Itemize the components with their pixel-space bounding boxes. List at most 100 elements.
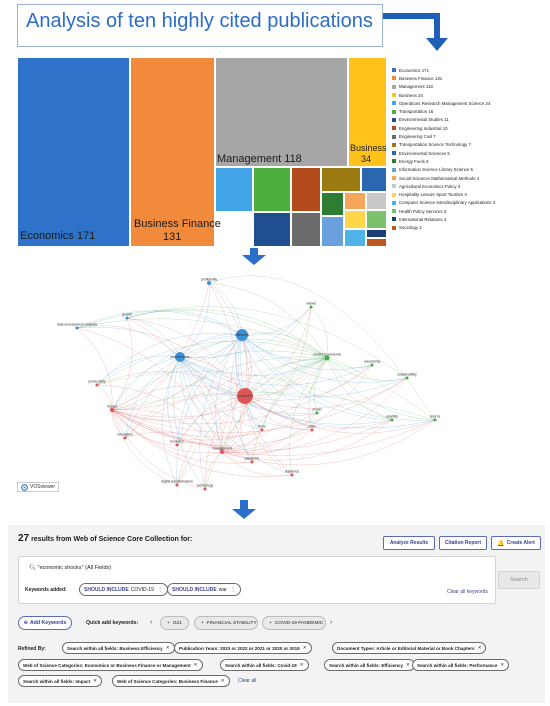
network-node-label: pandemic <box>245 457 260 461</box>
network-edge <box>261 357 328 431</box>
chevron-right-icon[interactable]: › <box>330 619 333 626</box>
filter-chip[interactable]: Search within all fields: Impact✕ <box>18 675 102 687</box>
filter-chip[interactable]: Document Types: Article or Editorial Mat… <box>332 642 487 654</box>
legend-item: Energy Fuels 5 <box>392 157 548 165</box>
legend-label: Business Finance 131 <box>399 75 443 81</box>
network-edge <box>244 395 293 476</box>
chevron-left-icon[interactable]: ‹ <box>150 619 153 626</box>
network-node-label: resilience <box>285 470 299 474</box>
filter-chip-label: Search within all fields: Impact <box>23 678 91 684</box>
close-icon[interactable]: ✕ <box>165 645 170 650</box>
filter-chip[interactable]: Search within all fields: Performance✕ <box>412 659 510 671</box>
network-node <box>309 305 313 309</box>
network-edge <box>76 310 243 336</box>
network-edges <box>76 275 436 490</box>
clear-all-link[interactable]: Clear all <box>238 678 257 684</box>
network-edge <box>111 334 243 411</box>
close-icon[interactable]: ✕ <box>406 662 410 667</box>
network-edge <box>124 394 246 439</box>
filter-chip[interactable]: Search within all fields: Covid-19✕ <box>220 659 309 671</box>
search-box[interactable]: 🔍︎ "economic shocks" (All Fields) Keywor… <box>18 556 496 604</box>
analyze-results-button[interactable]: Analyze Results <box>383 536 435 550</box>
search-button[interactable]: Search <box>498 571 540 589</box>
network-edge <box>111 357 328 418</box>
network-edge <box>76 318 436 421</box>
network-edge <box>230 334 253 463</box>
treemap-tile-transportation <box>253 167 291 212</box>
keyword-pill-war[interactable]: SHOULD INCLUDE war ⋮ <box>167 583 241 596</box>
legend-item: Environmental Sciences 5 <box>392 149 548 157</box>
network-edge <box>215 334 243 453</box>
network-node <box>175 483 179 487</box>
network-edge <box>124 431 223 453</box>
network-edge <box>176 357 328 446</box>
legend-swatch <box>392 126 396 131</box>
filter-chip[interactable]: Search within all fields: Business Effic… <box>62 642 175 654</box>
arrow-connector <box>240 500 248 510</box>
network-edge <box>179 334 243 358</box>
add-keywords-button[interactable]: ⊕ Add Keywords <box>18 616 72 630</box>
arrow-connector <box>383 13 440 19</box>
legend-label: Operations Research Management Science 2… <box>399 100 491 106</box>
close-icon[interactable]: ✕ <box>299 662 304 667</box>
keyword-pill-value: COVID-19 <box>130 586 154 593</box>
keyword-pill-value: war <box>218 586 227 593</box>
network-edge <box>126 308 328 359</box>
network-edge <box>111 409 253 464</box>
network-node <box>237 388 253 404</box>
network-edge <box>96 333 243 386</box>
search-query[interactable]: 🔍︎ "economic shocks" (All Fields) <box>29 565 111 571</box>
network-node <box>370 363 374 367</box>
network-edge <box>126 306 408 379</box>
network-edge <box>179 356 373 386</box>
network-edge <box>208 282 328 359</box>
network-edge <box>111 364 373 425</box>
network-node <box>75 326 79 330</box>
network-node-label: technology <box>197 484 214 488</box>
network-edge <box>221 451 253 463</box>
quick-chip-covid-19-pandemic[interactable]: + COVID-19 PANDEMIC <box>262 616 326 630</box>
network-edge <box>314 357 328 414</box>
filter-chip[interactable]: Web of Science Categories: Business Fina… <box>112 675 230 687</box>
more-options-icon[interactable]: ⋮ <box>230 586 236 593</box>
network-edge <box>111 409 436 456</box>
close-icon[interactable]: ✕ <box>302 645 307 650</box>
citation-report-button[interactable]: Citation Report <box>439 536 487 550</box>
legend-label: Engineering Industrial 10 <box>399 125 448 131</box>
network-node <box>260 428 264 432</box>
network-edge <box>111 409 178 446</box>
treemap-tile-engineering-industrial <box>291 167 321 212</box>
network-edge <box>244 395 393 429</box>
close-icon[interactable]: ✕ <box>477 645 482 650</box>
network-edge <box>308 357 328 431</box>
network-edge <box>179 356 253 463</box>
network-edge <box>179 356 246 397</box>
close-icon[interactable]: ✕ <box>220 678 225 683</box>
create-alert-button[interactable]: 🔔 Create Alert <box>491 536 541 550</box>
quick-chip-financial-stability[interactable]: + FINANCIAL STABILITY <box>194 616 258 630</box>
filter-chip-label: Document Types: Article or Editorial Mat… <box>337 645 475 651</box>
network-node <box>95 383 99 387</box>
network-node-label: digital transformation <box>161 480 193 484</box>
keyword-pill-covid[interactable]: SHOULD INCLUDE COVID-19 ⋮ <box>79 583 168 596</box>
close-icon[interactable]: ✕ <box>193 662 198 667</box>
filter-chip-label: Web of Science Categories: Economics or … <box>23 662 191 668</box>
network-edge <box>111 350 328 411</box>
more-options-icon[interactable]: ⋮ <box>157 586 163 593</box>
legend-swatch <box>392 184 396 189</box>
network-edge <box>167 356 181 446</box>
legend-item: Environmental Studies 11 <box>392 116 548 124</box>
legend-item: Social Sciences Mathematical Methods 4 <box>392 174 548 182</box>
network-edge <box>96 340 328 386</box>
legend-item: Transportation Science Technology 7 <box>392 141 548 149</box>
legend-label: Transportation Science Technology 7 <box>399 142 472 148</box>
network-edge <box>111 409 263 441</box>
clear-all-keywords-link[interactable]: Clear all keywords <box>447 589 488 595</box>
legend-swatch <box>392 134 396 139</box>
filter-chip[interactable]: Publication Years: 2023 or 2022 or 2021 … <box>174 642 312 654</box>
close-icon[interactable]: ✕ <box>500 662 505 667</box>
filter-chip[interactable]: Search within all fields: Efficiency✕ <box>324 659 415 671</box>
filter-chip[interactable]: Web of Science Categories: Economics or … <box>18 659 203 671</box>
close-icon[interactable]: ✕ <box>93 678 97 683</box>
quick-chip-g21[interactable]: + G21 <box>160 616 189 630</box>
